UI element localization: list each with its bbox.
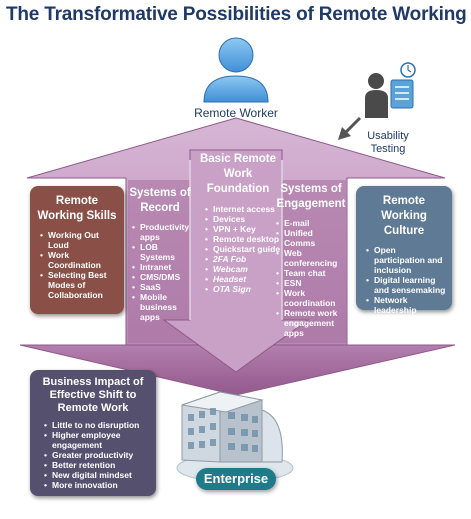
- enterprise-label: Enterprise: [203, 471, 269, 486]
- foundation-list: Internet access Devices VPN + Key Remote…: [205, 204, 281, 254]
- remote-working-culture-card: Remote Working Culture Open participatio…: [356, 186, 452, 315]
- systems-of-record-column: Systems of Record Productivity apps LOB …: [128, 186, 192, 322]
- foundation-column: Basic Remote Work Foundation Internet ac…: [195, 152, 281, 294]
- list-item: Intranet: [132, 262, 192, 272]
- list-item: Network leadership: [366, 295, 448, 315]
- record-list: Productivity apps LOB Systems Intranet C…: [132, 222, 192, 322]
- list-item: LOB Systems: [132, 242, 192, 262]
- list-item: Work Coordination: [40, 250, 118, 270]
- list-item: Unified Comms: [276, 228, 346, 248]
- list-item: SaaS: [132, 282, 192, 292]
- list-item: Headset: [205, 274, 281, 284]
- list-item: Higher employee engagement: [44, 430, 152, 450]
- impact-heading: Business Impact of Effective Shift to Re…: [42, 376, 144, 414]
- culture-list: Open participation and inclusion Digital…: [366, 245, 448, 315]
- list-item: Greater productivity: [44, 450, 152, 460]
- systems-of-engagement-column: Systems of Engagement E-mail Unified Com…: [276, 182, 346, 338]
- business-impact-card: Business Impact of Effective Shift to Re…: [30, 370, 156, 496]
- remote-working-skills-card: Remote Working Skills Working Out Loud W…: [30, 186, 124, 314]
- list-item: Remote desktop: [205, 234, 281, 244]
- culture-heading: Remote Working Culture: [381, 195, 427, 237]
- usability-testing-label: Usability Testing: [367, 130, 409, 155]
- list-item: OTA Sign: [205, 284, 281, 294]
- remote-worker-label: Remote Worker: [194, 106, 278, 120]
- list-item: VPN + Key: [205, 224, 281, 234]
- list-item: Web conferencing: [276, 248, 346, 268]
- foundation-heading: Basic Remote Work Foundation: [199, 153, 277, 195]
- tester-icon: [365, 62, 416, 118]
- record-heading: Systems of Record: [129, 187, 191, 214]
- person-icon: [203, 37, 269, 103]
- list-item: Little to no disruption: [44, 420, 152, 430]
- impact-list: Little to no disruption Higher employee …: [44, 420, 152, 490]
- engagement-list: E-mail Unified Comms Web conferencing Te…: [276, 218, 346, 338]
- engagement-heading: Systems of Engagement: [276, 183, 346, 210]
- list-item: Selecting Best Modes of Collaboration: [40, 270, 118, 300]
- list-item: Better retention: [44, 460, 152, 470]
- list-item: Devices: [205, 214, 281, 224]
- list-item: Work coordination: [276, 288, 346, 308]
- list-item: More innovation: [44, 480, 152, 490]
- list-item: Open participation and inclusion: [366, 245, 448, 275]
- list-item: ESN: [276, 278, 346, 288]
- list-item: CMS/DMS: [132, 272, 192, 282]
- list-item: Internet access: [205, 204, 281, 214]
- enterprise-pill: Enterprise: [196, 468, 276, 490]
- skills-heading: Remote Working Skills: [37, 195, 117, 222]
- list-item: 2FA Fob: [205, 254, 281, 264]
- list-item: Digital learning and sensemaking: [366, 275, 448, 295]
- list-item: Team chat: [276, 268, 346, 278]
- list-item: Productivity apps: [132, 222, 192, 242]
- list-item: E-mail: [276, 218, 346, 228]
- page-title: The Transformative Possibilities of Remo…: [6, 4, 467, 25]
- list-item: Remote work engagement apps: [276, 308, 346, 338]
- skills-list: Working Out Loud Work Coordination Selec…: [40, 230, 118, 300]
- list-item: New digital mindset: [44, 470, 152, 480]
- list-item: Webcam: [205, 264, 281, 274]
- list-item: Mobile business apps: [132, 292, 192, 322]
- pointer-arrow-icon: [338, 116, 362, 140]
- list-item: Quickstart guide: [205, 244, 281, 254]
- list-item: Working Out Loud: [40, 230, 118, 250]
- foundation-italic-list: 2FA Fob Webcam Headset OTA Sign: [205, 254, 281, 294]
